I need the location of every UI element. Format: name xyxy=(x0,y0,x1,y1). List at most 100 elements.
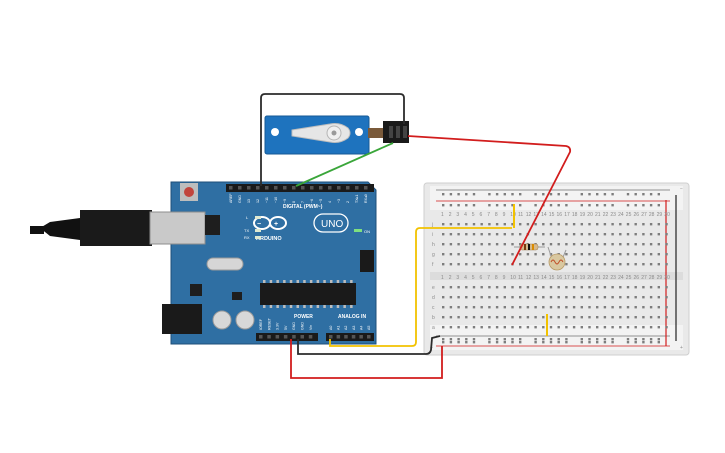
rail-hole[interactable] xyxy=(642,204,645,207)
wire-servo-ground[interactable] xyxy=(260,93,405,186)
breadboard-hole[interactable] xyxy=(511,306,514,309)
breadboard-hole[interactable] xyxy=(465,306,468,309)
breadboard-hole[interactable] xyxy=(495,233,499,236)
breadboard-hole[interactable] xyxy=(526,223,530,226)
breadboard-hole[interactable] xyxy=(519,263,522,266)
breadboard-hole[interactable] xyxy=(465,243,468,246)
breadboard-hole[interactable] xyxy=(611,243,614,246)
wire-servo-signal[interactable] xyxy=(295,142,394,187)
digital-pin-socket[interactable] xyxy=(328,186,332,190)
breadboard-hole[interactable] xyxy=(657,253,660,256)
breadboard-hole[interactable] xyxy=(495,326,499,329)
breadboard-hole[interactable] xyxy=(580,316,583,319)
breadboard-hole[interactable] xyxy=(472,316,476,319)
breadboard-hole[interactable] xyxy=(619,233,622,236)
breadboard-hole[interactable] xyxy=(503,306,506,309)
breadboard-hole[interactable] xyxy=(457,233,460,236)
breadboard-hole[interactable] xyxy=(603,263,607,266)
breadboard-hole[interactable] xyxy=(619,243,622,246)
breadboard-hole[interactable] xyxy=(442,263,445,266)
breadboard-hole[interactable] xyxy=(619,306,622,309)
breadboard-hole[interactable] xyxy=(488,263,491,266)
breadboard-hole[interactable] xyxy=(457,286,460,289)
rail-hole[interactable] xyxy=(542,338,545,341)
rail-hole[interactable] xyxy=(503,341,506,344)
breadboard-hole[interactable] xyxy=(503,286,506,289)
breadboard-hole[interactable] xyxy=(619,286,622,289)
digital-pin-socket[interactable] xyxy=(229,186,233,190)
resistor[interactable] xyxy=(514,243,545,251)
breadboard-hole[interactable] xyxy=(488,253,491,256)
breadboard-hole[interactable] xyxy=(649,233,653,236)
analog-header[interactable] xyxy=(326,333,374,341)
rail-hole[interactable] xyxy=(588,193,591,196)
breadboard-hole[interactable] xyxy=(457,326,460,329)
analog-pin-socket[interactable] xyxy=(344,335,348,339)
breadboard-hole[interactable] xyxy=(565,286,568,289)
breadboard-hole[interactable] xyxy=(665,326,668,329)
breadboard-hole[interactable] xyxy=(495,316,499,319)
rail-hole[interactable] xyxy=(588,338,591,341)
breadboard-hole[interactable] xyxy=(572,223,576,226)
breadboard-hole[interactable] xyxy=(665,316,668,319)
breadboard-hole[interactable] xyxy=(495,263,499,266)
rail-hole[interactable] xyxy=(519,341,522,344)
breadboard-hole[interactable] xyxy=(519,286,522,289)
breadboard-hole[interactable] xyxy=(465,286,468,289)
rail-hole[interactable] xyxy=(465,193,468,196)
rail-hole[interactable] xyxy=(519,193,522,196)
rail-hole[interactable] xyxy=(495,341,499,344)
rail-hole[interactable] xyxy=(588,204,591,207)
breadboard-hole[interactable] xyxy=(580,326,583,329)
rail-hole[interactable] xyxy=(657,193,660,196)
breadboard-hole[interactable] xyxy=(634,233,637,236)
breadboard-hole[interactable] xyxy=(557,223,560,226)
breadboard-hole[interactable] xyxy=(465,263,468,266)
breadboard-hole[interactable] xyxy=(472,286,476,289)
breadboard-hole[interactable] xyxy=(557,286,560,289)
breadboard-hole[interactable] xyxy=(549,243,553,246)
breadboard-hole[interactable] xyxy=(626,243,630,246)
rail-hole[interactable] xyxy=(557,338,560,341)
wire-5v-to-rail[interactable] xyxy=(290,339,443,379)
breadboard-hole[interactable] xyxy=(480,326,483,329)
breadboard-hole[interactable] xyxy=(526,316,530,319)
bottom-header-holes[interactable] xyxy=(259,335,371,339)
breadboard-hole[interactable] xyxy=(488,223,491,226)
breadboard-hole[interactable] xyxy=(534,223,537,226)
breadboard-hole[interactable] xyxy=(549,296,553,299)
breadboard-hole[interactable] xyxy=(442,286,445,289)
rail-hole[interactable] xyxy=(511,338,514,341)
rail-hole[interactable] xyxy=(557,204,560,207)
rail-hole[interactable] xyxy=(542,193,545,196)
breadboard-hole[interactable] xyxy=(557,233,560,236)
breadboard-hole[interactable] xyxy=(665,243,668,246)
breadboard-hole[interactable] xyxy=(449,316,453,319)
rail-hole[interactable] xyxy=(465,338,468,341)
rail-hole[interactable] xyxy=(626,193,630,196)
rail-hole[interactable] xyxy=(519,204,522,207)
rail-hole[interactable] xyxy=(634,204,637,207)
breadboard-hole[interactable] xyxy=(565,296,568,299)
digital-pin-socket[interactable] xyxy=(319,186,323,190)
breadboard-hole[interactable] xyxy=(572,306,576,309)
breadboard-hole[interactable] xyxy=(611,306,614,309)
breadboard-hole[interactable] xyxy=(449,326,453,329)
breadboard-hole[interactable] xyxy=(572,263,576,266)
breadboard-hole[interactable] xyxy=(665,263,668,266)
breadboard-hole[interactable] xyxy=(657,326,660,329)
breadboard-hole[interactable] xyxy=(480,243,483,246)
rail-hole[interactable] xyxy=(449,193,453,196)
breadboard-hole[interactable] xyxy=(519,306,522,309)
rail-hole[interactable] xyxy=(611,204,614,207)
breadboard-hole[interactable] xyxy=(596,316,599,319)
breadboard-hole[interactable] xyxy=(588,263,591,266)
breadboard-hole[interactable] xyxy=(565,316,568,319)
wire-gnd-to-rail[interactable] xyxy=(297,335,441,355)
breadboard-hole[interactable] xyxy=(442,223,445,226)
rail-hole[interactable] xyxy=(596,193,599,196)
breadboard-hole[interactable] xyxy=(457,223,460,226)
breadboard-hole[interactable] xyxy=(442,326,445,329)
rail-hole[interactable] xyxy=(588,341,591,344)
rail-hole[interactable] xyxy=(534,338,537,341)
